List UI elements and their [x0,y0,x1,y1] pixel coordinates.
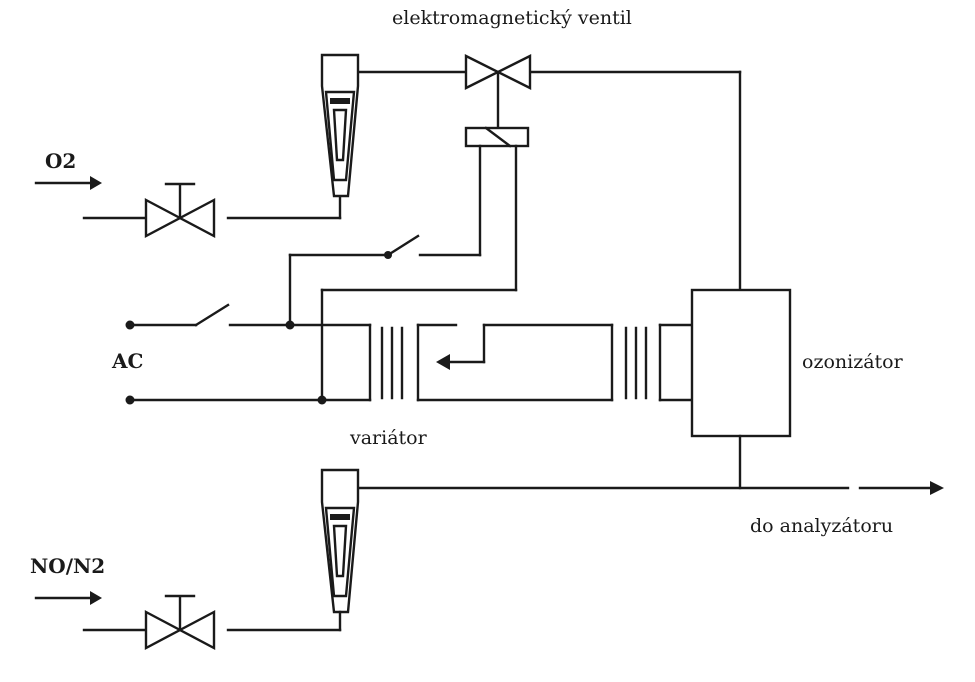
solenoid-wiring [320,144,518,402]
o2-inlet: O2 [34,149,148,220]
transformer [624,323,694,402]
flowmeter-top [226,53,360,220]
switch-solenoid [288,234,420,327]
ozonizer-label: ozonizátor [802,351,904,373]
ac-label: AC [111,349,143,373]
top-flow-line [356,70,742,292]
analyzer-label: do analyzátoru [750,515,893,537]
output-line: do analyzátoru [356,481,944,537]
variator-secondary [416,323,614,402]
ozonizer: ozonizátor [690,288,904,490]
ac-supply: AC [111,303,372,405]
variator: variátor [349,326,428,449]
o2-label: O2 [45,149,76,173]
manual-valve-no-n2 [144,594,216,650]
no-n2-label: NO/N2 [30,554,105,578]
flowmeter-bottom [226,468,360,632]
variator-label: variátor [349,427,428,449]
manual-valve-o2 [144,182,216,238]
solenoid-valve-label: elektromagnetický ventil [392,7,632,29]
solenoid-valve: elektromagnetický ventil [392,7,632,148]
no-n2-inlet: NO/N2 [30,554,148,632]
